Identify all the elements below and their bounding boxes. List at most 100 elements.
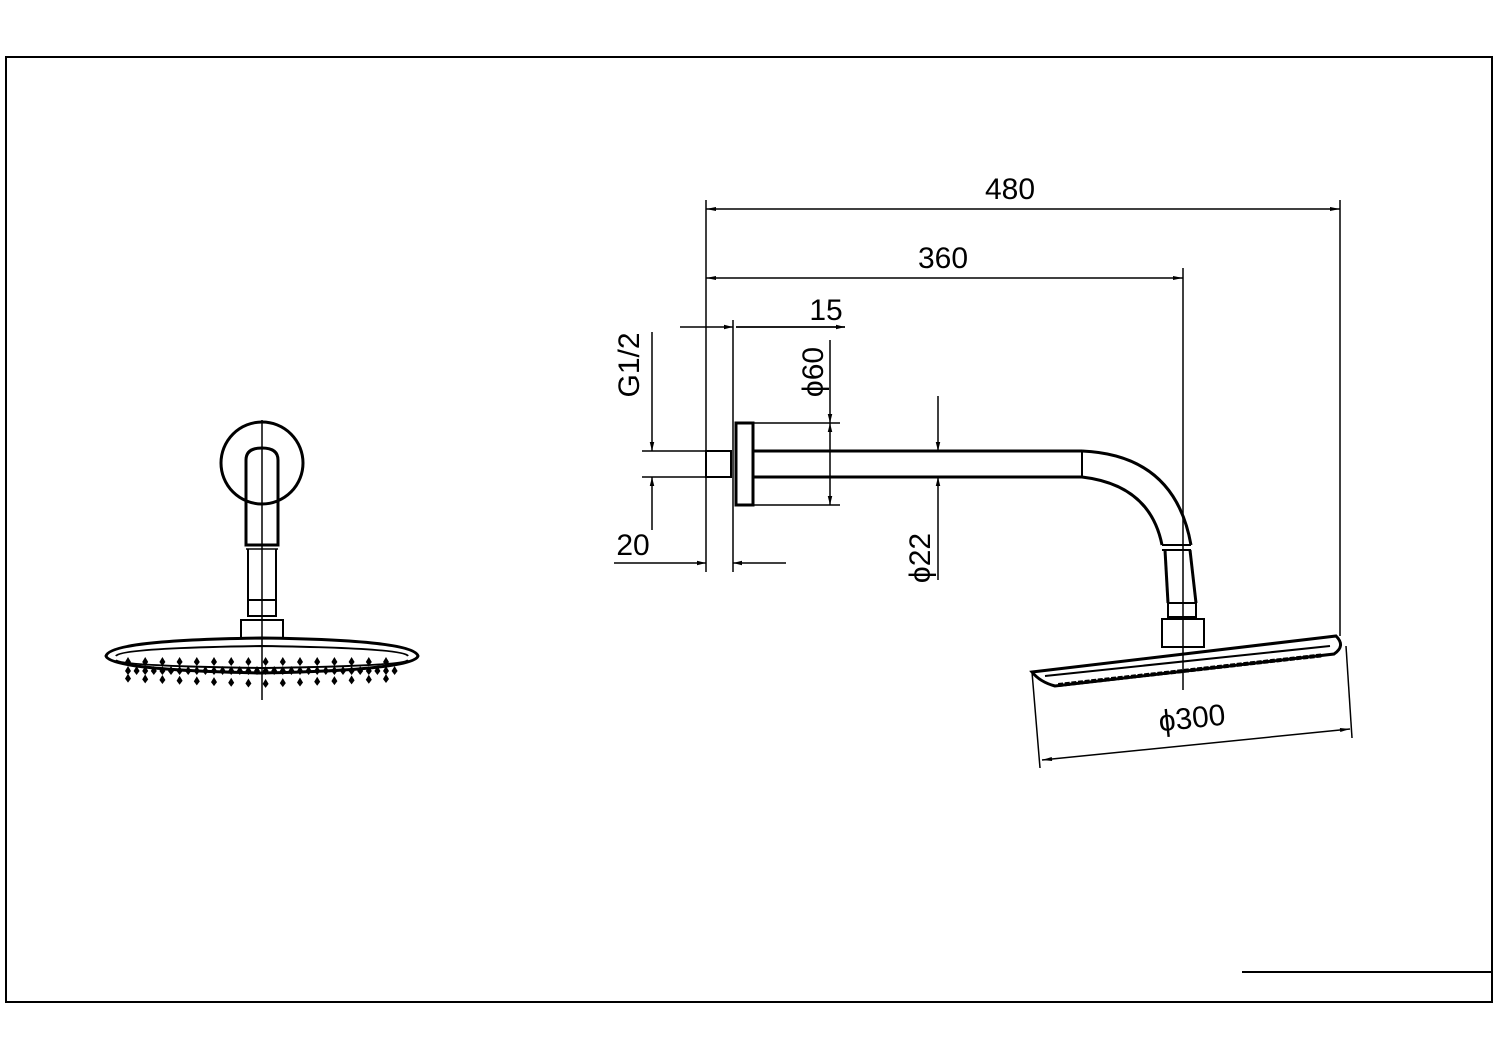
nozzle-mark xyxy=(1309,654,1315,659)
nozzle-mark xyxy=(1316,653,1322,658)
nozzle-mark xyxy=(297,657,303,666)
nozzle-mark xyxy=(1249,660,1256,666)
thread-nipple xyxy=(705,450,732,478)
nozzle-mark xyxy=(314,676,321,686)
nozzle-mark xyxy=(1203,666,1209,671)
dim-phi22: ϕ22 xyxy=(904,533,937,583)
nozzle-mark xyxy=(1282,657,1289,662)
nozzle-mark xyxy=(279,666,286,675)
nozzle-mark xyxy=(279,678,286,688)
nozzle-mark xyxy=(1276,657,1282,663)
nozzle-mark xyxy=(125,673,131,683)
front-arm-pipe xyxy=(244,446,280,547)
nozzle-mark xyxy=(1064,681,1071,687)
nozzle-mark xyxy=(348,666,355,675)
nozzle-mark xyxy=(365,666,372,675)
nozzle-mark xyxy=(365,674,372,684)
nozzle-mark xyxy=(1091,678,1097,684)
nozzle-mark xyxy=(193,657,200,666)
nozzle-mark xyxy=(254,666,260,675)
nozzle-mark xyxy=(365,657,372,666)
nozzle-mark xyxy=(1302,654,1309,660)
nozzle-mark xyxy=(1210,665,1216,670)
nozzle-mark xyxy=(1263,659,1269,664)
nozzle-mark xyxy=(1177,669,1183,674)
nozzle-mark xyxy=(176,675,183,685)
nozzle-mark xyxy=(142,666,149,675)
nozzle-mark xyxy=(314,657,321,666)
nozzle-mark xyxy=(1296,655,1302,661)
nozzle-mark xyxy=(374,666,381,675)
nozzle-mark xyxy=(383,657,389,666)
nozzle-mark xyxy=(1243,661,1249,667)
nozzle-mark xyxy=(1269,658,1276,664)
nozzle-mark xyxy=(202,666,209,675)
nozzle-mark xyxy=(1236,662,1243,667)
nozzle-mark xyxy=(297,666,303,675)
nozzle-mark xyxy=(133,666,140,675)
nozzle-mark xyxy=(1150,672,1157,677)
nozzle-mark xyxy=(340,666,346,675)
nozzle-mark xyxy=(279,657,286,666)
nozzle-mark xyxy=(236,666,243,675)
nozzle-mark xyxy=(228,677,235,687)
nozzle-mark xyxy=(1196,666,1203,672)
nozzle-mark xyxy=(245,657,252,666)
nozzle-mark xyxy=(219,666,226,675)
nozzle-mark xyxy=(1216,664,1223,670)
nozzle-mark xyxy=(125,666,131,675)
nozzle-mark xyxy=(1084,679,1090,685)
nozzle-mark xyxy=(1230,663,1236,668)
nozzle-mark xyxy=(314,666,321,675)
nozzle-mark xyxy=(1097,678,1104,683)
nozzle-mark xyxy=(1190,667,1196,673)
dim-line-300 xyxy=(1041,728,1351,761)
front-shower-head xyxy=(104,636,420,675)
dim-480: 480 xyxy=(985,173,1035,206)
nozzle-mark xyxy=(142,657,149,666)
nozzle-mark xyxy=(245,678,252,688)
dim-phi300: ϕ300 xyxy=(1157,699,1227,739)
nozzle-mark xyxy=(245,666,252,675)
nozzle-mark xyxy=(185,666,192,675)
nozzle-mark xyxy=(176,666,183,675)
nozzle-mark xyxy=(271,666,278,675)
nozzle-mark xyxy=(297,677,303,687)
nozzle-mark xyxy=(142,674,149,684)
front-nozzles xyxy=(125,657,398,688)
nozzle-mark xyxy=(1223,663,1229,669)
nozzle-mark xyxy=(1144,672,1150,678)
nozzle-mark xyxy=(1256,660,1262,665)
nozzle-mark xyxy=(1104,677,1110,682)
dim-phi60: ϕ60 xyxy=(797,347,830,397)
nozzle-mark xyxy=(331,666,338,675)
nozzle-mark xyxy=(211,677,217,687)
nozzle-mark xyxy=(1124,675,1130,680)
nozzle-mark xyxy=(1130,674,1137,679)
nozzle-mark xyxy=(262,678,269,688)
nozzle-mark xyxy=(1137,673,1143,679)
dim-g12: G1/2 xyxy=(613,332,646,397)
nozzle-mark xyxy=(1077,680,1084,685)
nozzle-mark xyxy=(1170,669,1176,675)
nozzle-mark xyxy=(391,666,398,675)
nozzle-mark xyxy=(159,675,166,685)
arm-bend xyxy=(1081,449,1193,546)
drawing-border xyxy=(5,56,1493,1003)
nozzle-mark xyxy=(348,675,355,685)
nozzle-mark xyxy=(1183,668,1190,673)
nozzle-mark xyxy=(383,674,389,684)
nozzle-mark xyxy=(228,666,235,675)
nozzle-mark xyxy=(228,657,235,666)
side-shower-head xyxy=(1029,634,1342,688)
nozzle-mark xyxy=(1117,675,1123,681)
nozzle-mark xyxy=(1289,656,1295,661)
side-view xyxy=(614,200,1353,769)
nozzle-mark xyxy=(1071,680,1077,686)
nozzle-mark xyxy=(288,666,295,675)
nozzle-mark xyxy=(159,657,166,666)
nozzle-mark xyxy=(262,666,269,675)
nozzle-mark xyxy=(348,657,355,666)
nozzle-mark xyxy=(1163,670,1170,676)
